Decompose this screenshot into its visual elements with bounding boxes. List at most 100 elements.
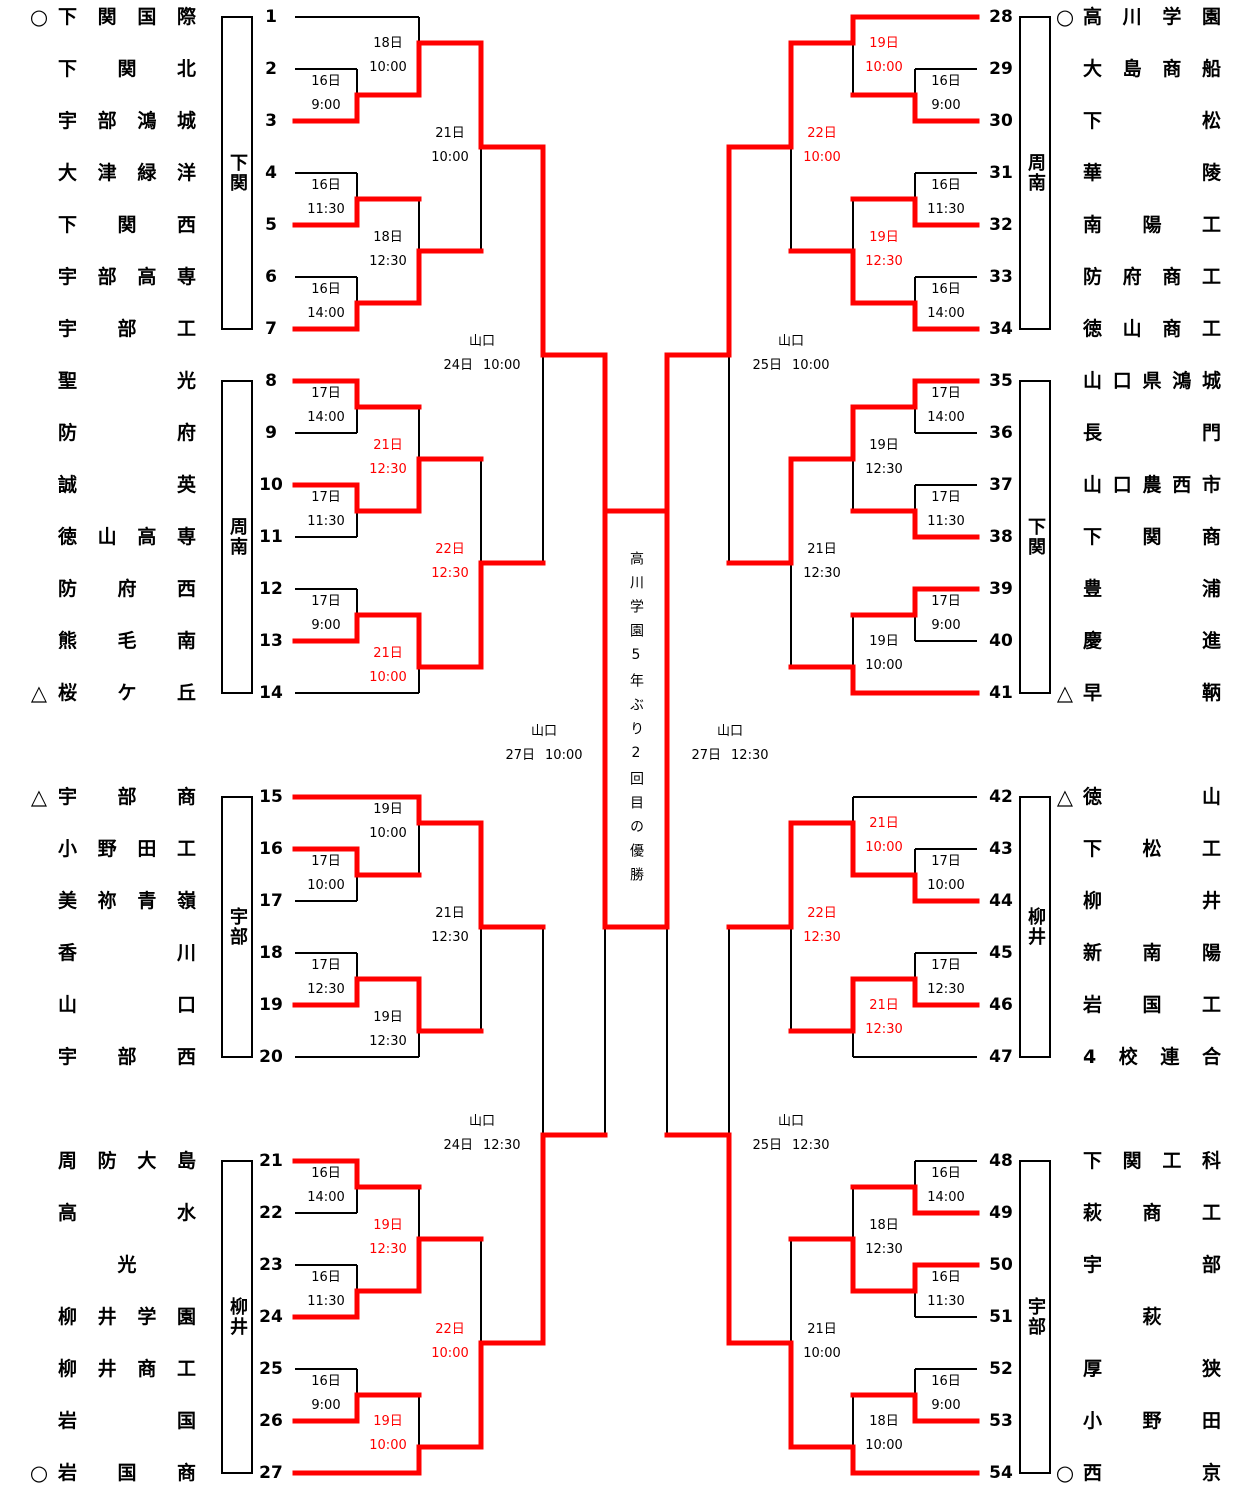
match-time: 10:00 [369,670,407,685]
match-time: 12:30 [865,1242,903,1257]
team-name-char: 校 [1118,1046,1138,1068]
team-name-char: 下 [58,6,78,28]
team-name-char: 狭 [1201,1358,1221,1380]
match-time: 12:30 [369,462,407,477]
team-name-char: 山 [97,526,117,548]
match-venue: 山口 [777,1114,804,1129]
team-name-char: 部 [97,266,117,288]
match-time: 10:00 [369,1438,407,1453]
team-name-char: 工 [176,318,196,340]
team-number: 53 [989,1411,1013,1431]
seed-mark [1053,837,1077,861]
seed-circle-icon: ○ [1055,1461,1075,1485]
team-name-char: 下 [1083,110,1103,132]
team-name: 宇部西 [58,1045,196,1069]
team-name: 高川学園 [1083,5,1221,29]
seed-mark [27,837,51,861]
team-name-char: ケ [117,682,137,704]
team-name-char: 小 [1083,1410,1103,1432]
team-name-char: 防 [58,422,78,444]
team-name: 華陵 [1083,161,1221,185]
team-name-char: 際 [176,6,196,28]
team-number: 54 [989,1463,1013,1483]
team-name-char: 関 [1122,1150,1142,1172]
team-number: 12 [259,579,283,599]
match-label: 16日 9:00 [891,1370,1001,1418]
team-name-char: 城 [1201,370,1221,392]
team-name-char: 学 [1162,6,1182,28]
seed-mark [1053,525,1077,549]
team-name: 小野田 [1083,1409,1221,1433]
team-number: 39 [989,579,1013,599]
team-name-char: 南 [1142,942,1162,964]
match-date: 17日 [931,594,961,609]
team-name-char: 商 [1142,1202,1162,1224]
team-name-char: 部 [1201,1254,1221,1276]
team-name-char: 部 [117,786,137,808]
team-name: 高水 [58,1201,196,1225]
match-date: 16日 [931,1374,961,1389]
team-name-char: 美 [58,890,78,912]
team-name-char: 国 [137,6,157,28]
team-name-char: 川 [176,942,196,964]
team-name-char: 誠 [58,474,78,496]
match-time: 9:00 [931,1398,961,1413]
team-name-char: 宇 [58,266,78,288]
team-name-char: 鞆 [1201,682,1221,704]
region-label: 周南 [1025,153,1046,193]
team-name-char: 徳 [1083,318,1103,340]
match-date: 17日 [931,958,961,973]
team-name-char: 熊 [58,630,78,652]
team-name-char: 門 [1201,422,1221,444]
match-date: 18日 [869,1414,899,1429]
team-number: 48 [989,1151,1013,1171]
team-name-char: 桜 [58,682,78,704]
team-name: 大津緑洋 [58,161,196,185]
match-time: 10:00 [369,60,407,75]
team-name: 美祢青嶺 [58,889,196,913]
match-time: 12:30 [865,254,903,269]
team-name-char: 下 [1083,838,1103,860]
team-name: 長門 [1083,421,1221,445]
seed-mark [27,109,51,133]
match-time: 11:30 [927,202,965,217]
team-number: 38 [989,527,1013,547]
match-time: 12:30 [803,566,841,581]
match-date: 17日 [311,386,341,401]
team-number: 17 [259,891,283,911]
team-name-char: 工 [1201,1202,1221,1224]
match-time: 10:00 [431,1346,469,1361]
seed-mark [27,57,51,81]
team-name: 熊毛南 [58,629,196,653]
team-name-char: 国 [1142,994,1162,1016]
team-name-char: 工 [1201,266,1221,288]
seed-triangle-icon: △ [1056,681,1074,705]
team-number: 11 [259,527,283,547]
match-time: 10:00 [369,826,407,841]
team-number: 21 [259,1151,283,1171]
team-name: 山口県鴻城 [1083,369,1221,393]
team-name: 下関北 [58,57,196,81]
team-name-char: 学 [137,1306,157,1328]
team-name-char: 緑 [137,162,157,184]
match-time: 11:30 [927,1294,965,1309]
team-name: 下関国際 [58,5,196,29]
team-name: 慶進 [1083,629,1221,653]
team-name-char: 工 [1201,994,1221,1016]
match-time: 14:00 [307,410,345,425]
match-time: 14:00 [307,1190,345,1205]
match-time: 10:00 [865,658,903,673]
team-name: 香川 [58,941,196,965]
team-name-char: 青 [137,890,157,912]
